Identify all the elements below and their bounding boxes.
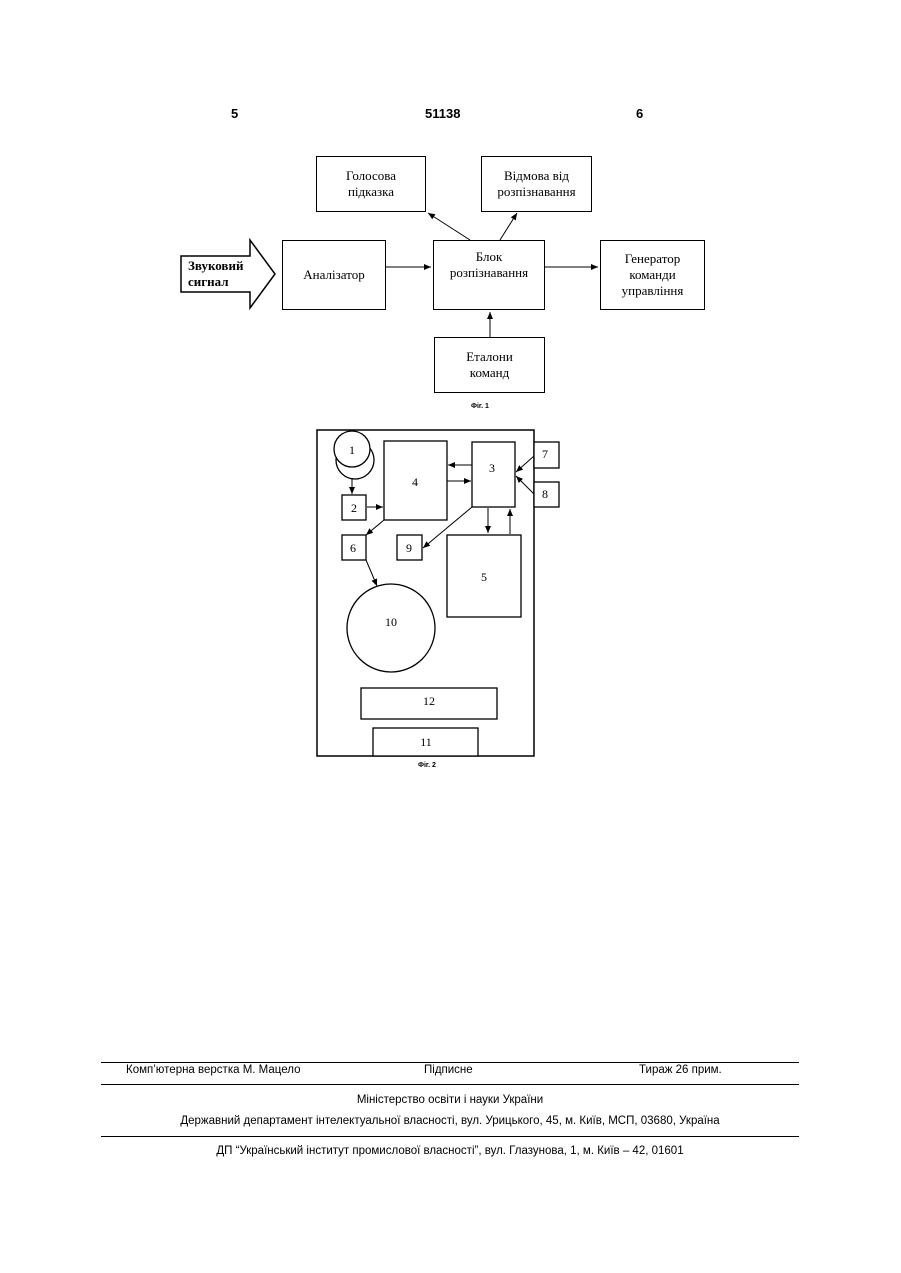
reject-recognition-block: Відмова від розпізнавання — [481, 156, 592, 212]
label-1: 1 — [349, 443, 355, 457]
label-9: 9 — [406, 541, 412, 555]
voice-hint-block: Голосова підказка — [316, 156, 426, 212]
recognition-block: Блок розпізнавання — [433, 240, 545, 310]
footer-rule-top — [101, 1062, 799, 1063]
label-10: 10 — [385, 615, 397, 629]
fig1-caption: Фіг. 1 — [471, 403, 489, 410]
command-standards-block: Еталони команд — [434, 337, 545, 393]
label-3: 3 — [489, 461, 495, 475]
label-2: 2 — [351, 501, 357, 515]
footer-department: Державний департамент інтелектуальної вл… — [101, 1115, 799, 1127]
footer-layout-credit: Комп’ютерна верстка М. Мацело — [126, 1064, 300, 1076]
footer-circulation: Тираж 26 прим. — [639, 1064, 722, 1076]
label-5: 5 — [481, 570, 487, 584]
sound-signal-label: Звуковий сигнал — [188, 258, 250, 290]
command-generator-block: Генератор команди управління — [600, 240, 705, 310]
footer-institute: ДП “Український інститут промислової вла… — [101, 1145, 799, 1157]
analyzer-block: Аналізатор — [282, 240, 386, 310]
footer-rule-middle — [101, 1084, 799, 1085]
label-4: 4 — [412, 475, 418, 489]
label-8: 8 — [542, 487, 548, 501]
label-6: 6 — [350, 541, 356, 555]
footer-signed: Підписне — [424, 1064, 473, 1076]
footer-rule-bottom — [101, 1136, 799, 1137]
footer-ministry: Міністерство освіти і науки України — [101, 1094, 799, 1106]
label-7: 7 — [542, 447, 548, 461]
fig2-drawing: 1 2 3 4 5 6 7 8 9 10 12 11 — [0, 420, 901, 770]
label-12: 12 — [423, 694, 435, 708]
fig2-caption: Фіг. 2 — [418, 762, 436, 769]
label-11: 11 — [420, 735, 432, 749]
